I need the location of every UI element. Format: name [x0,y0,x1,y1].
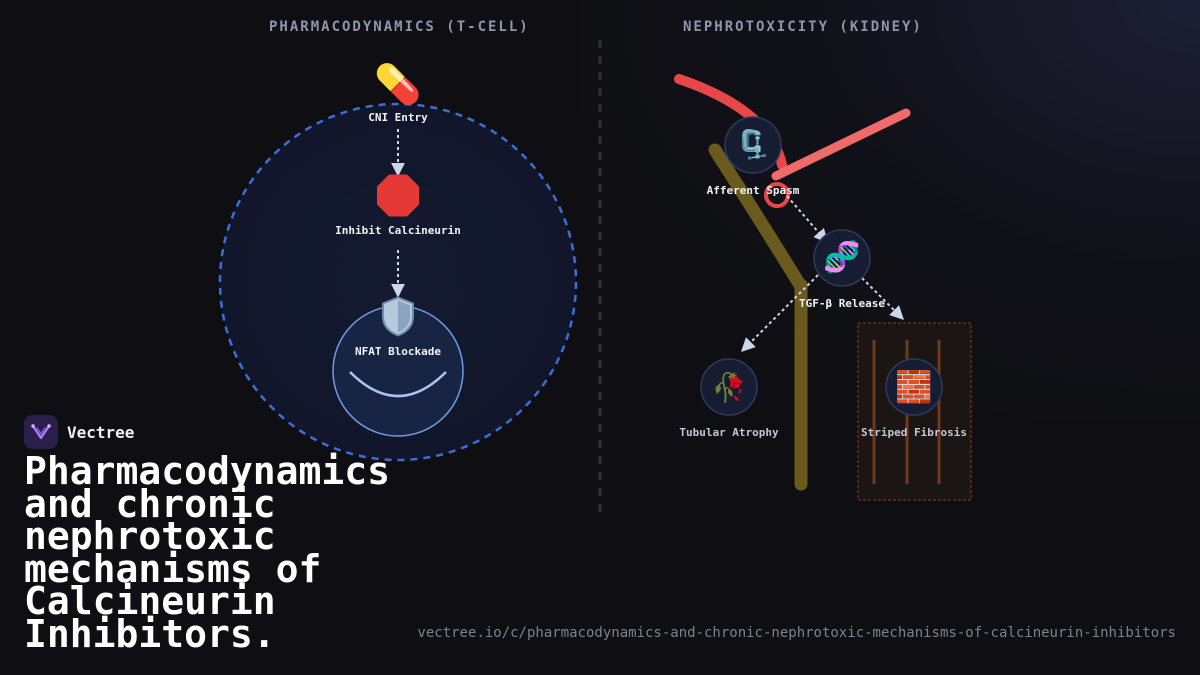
pill-icon: 💊 [374,62,422,106]
tubular-atrophy-badge [700,358,758,416]
tgf-release-badge [813,229,871,287]
wilted-flower-icon: 🥀 [711,371,747,404]
page-title: Pharmacodynamics and chronic nephrotoxic… [24,449,391,656]
brand[interactable]: Vectree [24,415,134,449]
arrow-spasm-to-tgf [786,195,828,244]
cni-entry-label: CNI Entry [368,111,428,124]
tgf-release-label: TGF-β Release [798,297,886,310]
efferent-arteriole [771,108,911,181]
brand-name: Vectree [67,422,135,442]
brick-wall-icon: 🧱 [895,370,933,405]
tubule-descending [708,143,807,292]
source-url[interactable]: vectree.io/c/pharmacodynamics-and-chroni… [417,625,1176,641]
dna-icon: 🧬 [823,240,861,275]
tubular-atrophy-label: Tubular Atrophy [679,426,779,439]
striped-fibrosis-label: Striped Fibrosis [861,426,967,439]
vectree-logo-icon [24,415,58,449]
section-title-pharmacodynamics: PHARMACODYNAMICS (T-CELL) [269,19,530,35]
afferent-spasm-badge [724,116,782,174]
inhibit-calcineurin-label: Inhibit Calcineurin [335,224,461,237]
stop-sign-icon [376,174,420,221]
shield-icon [380,296,416,341]
section-title-nephrotoxicity: NEPHROTOXICITY (KIDNEY) [683,19,923,35]
clamp-icon: 🗜️ [735,128,771,161]
glomerulus-loop [764,182,790,208]
striped-fibrosis-badge [885,358,943,416]
nfat-blockade-label: NFAT Blockade [354,345,442,358]
nucleus-membrane-arc [349,371,447,398]
afferent-spasm-label: Afferent Spasm [706,184,800,197]
